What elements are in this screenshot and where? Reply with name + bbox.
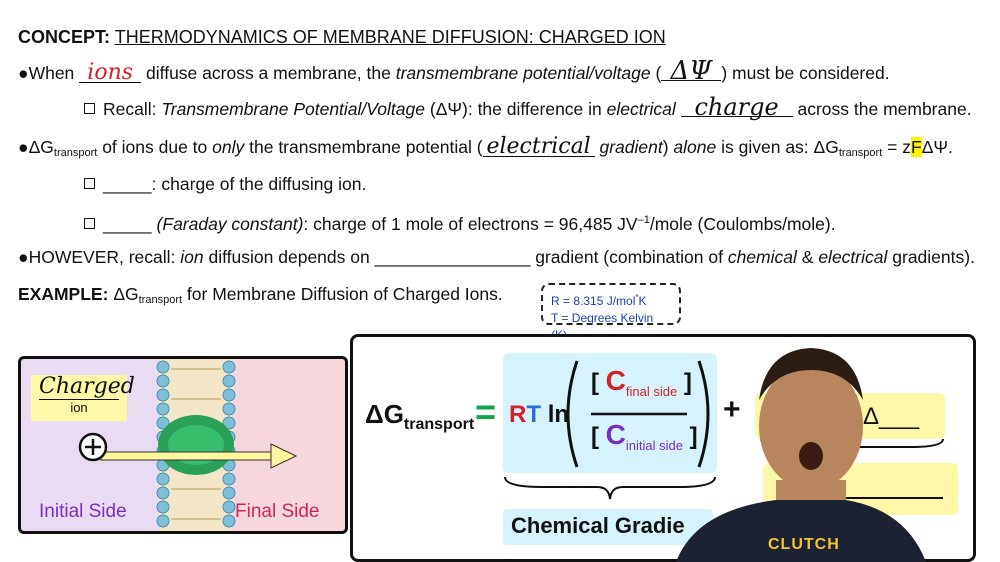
checkbox-icon <box>84 178 95 189</box>
initial-side-label: Initial Side <box>39 501 127 522</box>
brace-chemical <box>504 476 716 500</box>
chemical-gradient-label: Chemical Gradie <box>503 509 713 545</box>
blank-electrical: electrical <box>482 136 595 158</box>
constants-note: R = 8.315 J/mol*K T = Degrees Kelvin (K) <box>541 283 681 342</box>
presenter-image <box>676 348 926 562</box>
shirt-brand: CLUTCH <box>768 536 840 553</box>
blank-charge: charge <box>680 95 793 119</box>
title-text: THERMODYNAMICS OF MEMBRANE DIFFUSION: CH… <box>114 27 666 47</box>
rt-ln: RT ln <box>509 401 570 428</box>
membrane-svg <box>78 359 298 531</box>
membrane-diagram: Charged ion Initial Side Final Side <box>18 356 348 534</box>
positive-ion-icon <box>78 432 108 462</box>
delta-blank: Δ___ <box>863 403 920 430</box>
final-side-label: Final Side <box>235 501 320 522</box>
example-heading: EXAMPLE: ΔGtransport for Membrane Diffus… <box>18 284 503 306</box>
line-recall: Recall: Transmembrane Potential/Voltage … <box>84 95 972 120</box>
lhs-delta-g: ΔGtransport <box>365 399 475 434</box>
equals-sign: = <box>475 391 497 432</box>
page-title: CONCEPT: THERMODYNAMICS OF MEMBRANE DIFF… <box>18 26 666 48</box>
blank-delta-psi: ΔΨ <box>661 58 722 84</box>
electrical-label-line <box>783 497 943 499</box>
line-dg-transport: ●ΔGtransport of ions due to only the tra… <box>18 134 953 160</box>
checkbox-icon <box>84 103 95 114</box>
note-r: R = 8.315 J/mol*K <box>551 293 647 308</box>
fraction-svg <box>566 360 710 468</box>
channel-protein <box>158 415 234 475</box>
line-ions: ●When ions diffuse across a membrane, th… <box>18 56 890 86</box>
numerator: [ Cfinal side ] <box>591 365 692 399</box>
line-however: ●HOWEVER, recall: ion diffusion depends … <box>18 247 975 267</box>
line-z: _____: charge of the diffusing ion. <box>84 173 366 195</box>
line-faraday: _____ (Faraday constant): charge of 1 mo… <box>84 209 836 235</box>
checkbox-icon <box>84 217 95 229</box>
title-bold: CONCEPT: <box>18 27 111 47</box>
highlight-f: F <box>910 137 922 157</box>
blank-ions: ions <box>79 62 142 84</box>
charged-ion-label: Charged ion <box>31 375 135 421</box>
denominator: [ Cinitial side ] <box>591 419 698 453</box>
plus-sign: + <box>723 393 741 426</box>
